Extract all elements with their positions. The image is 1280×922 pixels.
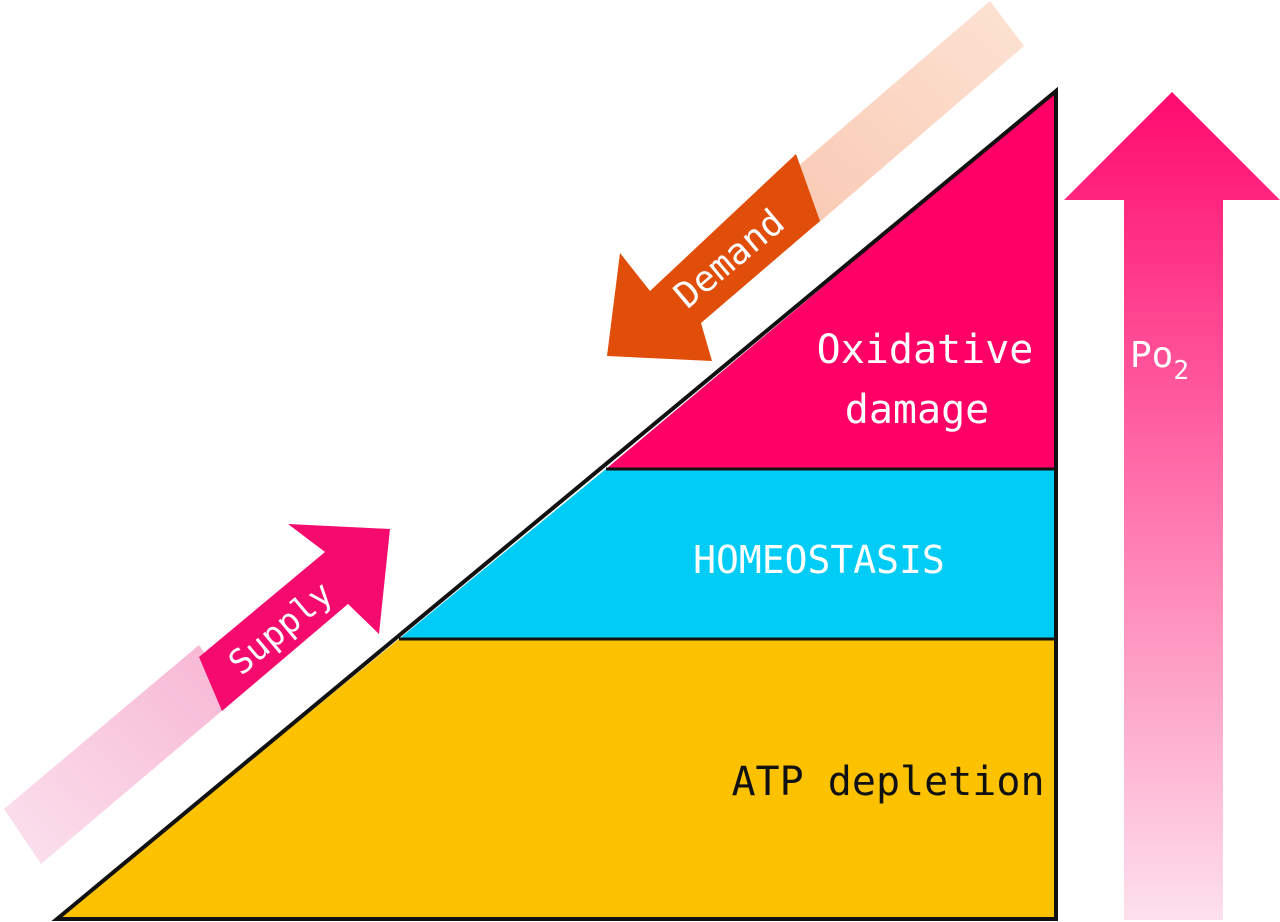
homeostasis-label: HOMEOSTASIS [693,538,945,582]
oxidative-damage-label-line1: Oxidative [817,327,1034,373]
po2-label: Po2 [1130,335,1189,386]
homeostasis-zone [399,469,1056,639]
demand-arrow-shape [607,154,820,361]
po2-label-main: Po [1130,335,1173,376]
supply-arrow-shape [199,524,390,711]
atp-depletion-zone [57,639,1056,919]
oxidative-damage-label-line2: damage [845,387,990,433]
po2-label-subscript: 2 [1173,356,1189,386]
po2-arrow-shape [1064,92,1280,920]
demand-band [781,1,1024,226]
triangle-outline [51,86,1058,921]
po2-arrow: Po2 [1064,92,1280,920]
atp-depletion-label: ATP depletion [731,759,1044,805]
supply-band [4,645,236,864]
